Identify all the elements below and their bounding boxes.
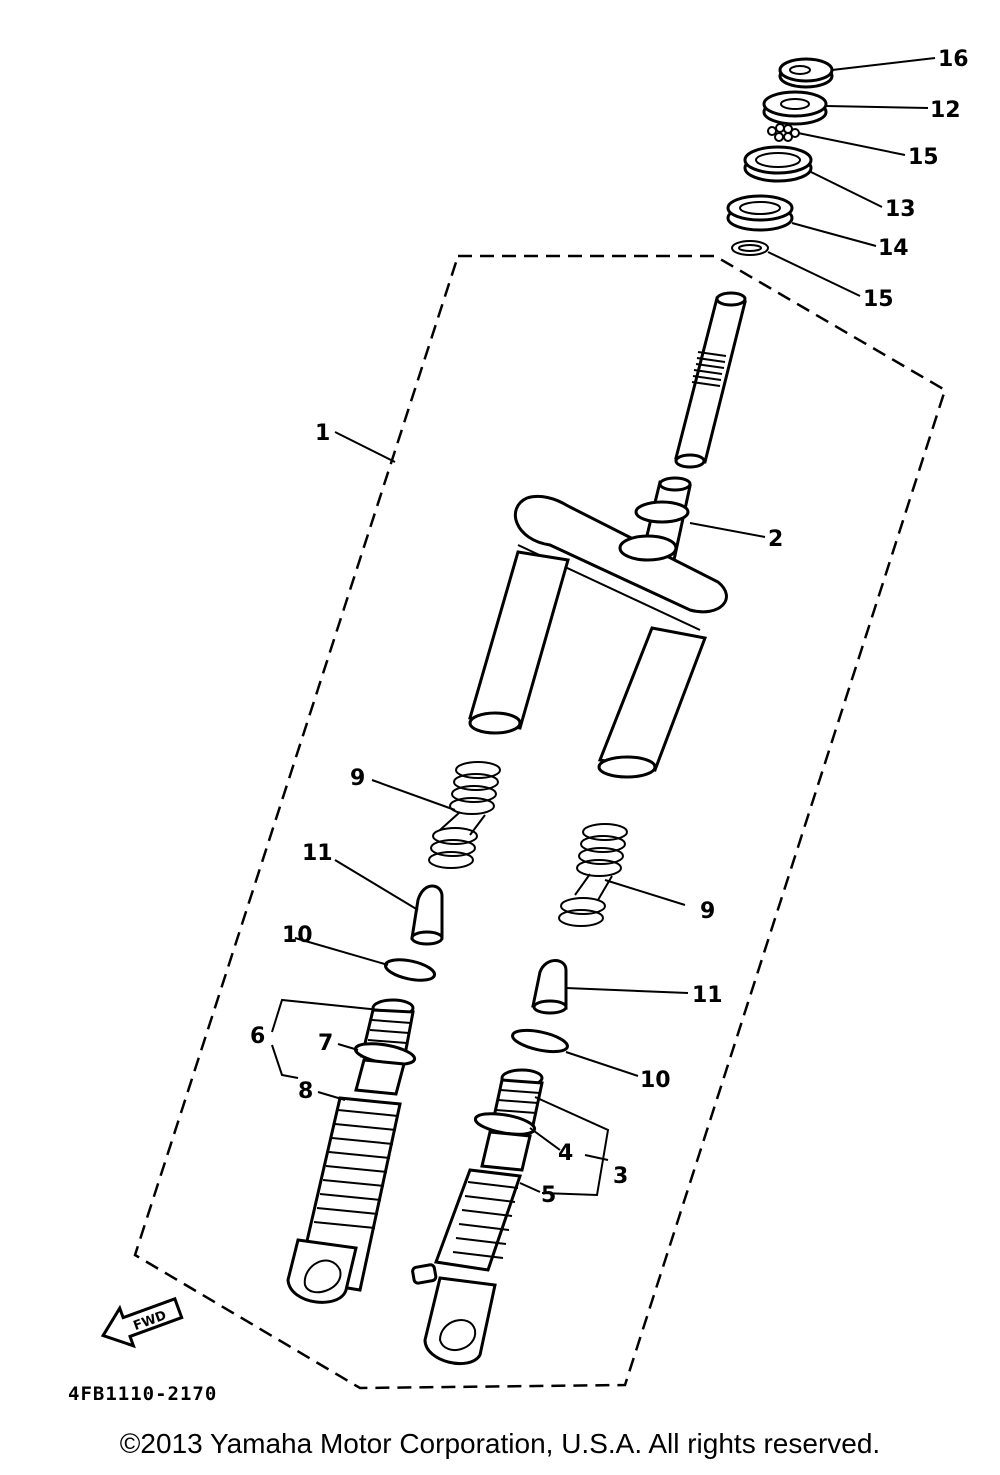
part-2-steering-crown[interactable] — [468, 291, 747, 779]
callout-9-right: 9 — [700, 899, 715, 924]
callout-10-left: 10 — [282, 923, 313, 948]
fwd-arrow: FWD — [100, 1296, 184, 1349]
part-10-oring-right[interactable] — [511, 1026, 570, 1055]
callout-3: 3 — [613, 1164, 628, 1189]
part-12-race[interactable] — [762, 90, 828, 126]
part-8-boot — [296, 1096, 402, 1292]
part-9-spring-right[interactable] — [558, 823, 628, 927]
callout-6: 6 — [250, 1024, 265, 1049]
leader-lines — [271, 57, 936, 1197]
callout-2: 2 — [768, 527, 783, 552]
callout-1: 1 — [315, 421, 330, 446]
part-15-ball-bearing-lower[interactable] — [731, 240, 769, 256]
part-6-damper-left[interactable] — [286, 998, 417, 1304]
assembly-boundary — [133, 254, 947, 1390]
callout-4: 4 — [558, 1141, 573, 1166]
callout-13: 13 — [885, 197, 916, 222]
callout-11-left: 11 — [302, 841, 333, 866]
part-3-damper-right[interactable] — [411, 1068, 544, 1365]
callout-12: 12 — [930, 98, 961, 123]
callout-5: 5 — [541, 1183, 556, 1208]
callout-15-upper: 15 — [908, 145, 939, 170]
callout-10-right: 10 — [640, 1068, 671, 1093]
part-11-bush-left[interactable] — [410, 884, 444, 946]
callout-7: 7 — [318, 1031, 333, 1056]
callout-9-left: 9 — [350, 766, 365, 791]
part-5-boot — [433, 1168, 523, 1272]
callout-14: 14 — [878, 236, 909, 261]
copyright-notice: ©2013 Yamaha Motor Corporation, U.S.A. A… — [119, 1428, 881, 1459]
part-11-bush-right[interactable] — [531, 959, 568, 1015]
part-14-race[interactable] — [726, 194, 794, 232]
callout-16: 16 — [938, 47, 969, 72]
drawing-code: 4FB1110-2170 — [68, 1383, 217, 1405]
callout-15-lower: 15 — [863, 287, 894, 312]
callouts: 16 12 15 13 14 15 1 2 9 9 11 10 11 10 6 … — [250, 47, 969, 1208]
part-9-spring-left[interactable] — [428, 761, 501, 869]
part-15-ball-bearing-upper[interactable] — [767, 123, 800, 142]
part-16-nut[interactable] — [778, 57, 834, 89]
part-13-race[interactable] — [743, 145, 813, 183]
callout-8: 8 — [298, 1079, 313, 1104]
callout-11-right: 11 — [692, 983, 723, 1008]
part-10-oring-left[interactable] — [383, 956, 437, 984]
